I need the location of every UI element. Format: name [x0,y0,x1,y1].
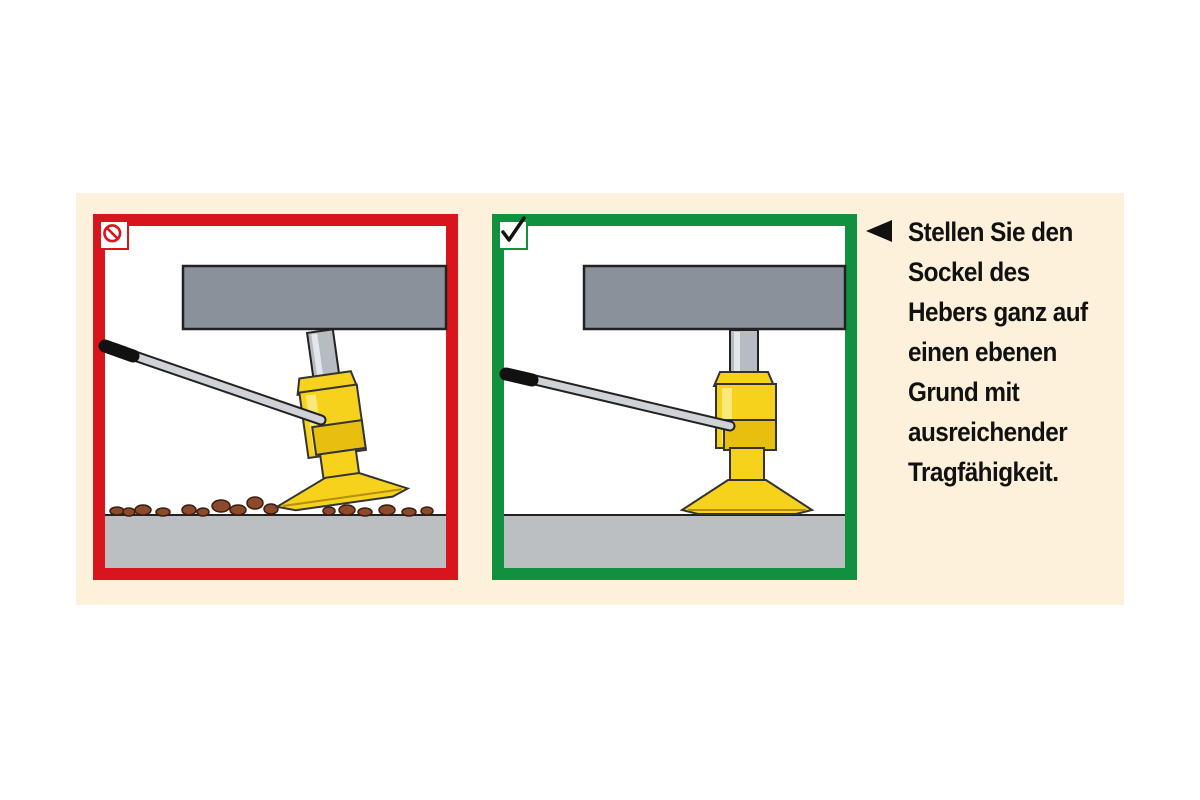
instruction-line: Tragfähigkeit. [908,457,1059,487]
floor [105,514,446,568]
prohibited-icon [99,220,129,250]
instruction-line: Sockel des [908,257,1030,287]
debris [109,496,434,517]
floor [504,514,845,568]
jack-handle [98,339,327,426]
left-pointer-arrow-icon [866,220,892,242]
instruction-line: Grund mit [908,377,1020,407]
load-beam [582,264,847,331]
instruction-line: ausreichender [908,417,1068,447]
jack-handle [499,367,736,432]
instruction-line: Hebers ganz auf [908,297,1088,327]
load-beam [181,264,448,331]
checkmark-icon [498,216,528,250]
instruction-line: einen ebenen [908,337,1057,367]
correct-example-panel [492,214,857,580]
wrong-example-panel [93,214,458,580]
hydraulic-jack-tilted [274,328,411,512]
instruction-text: Stellen Sie den Sockel des Hebers ganz a… [908,212,1108,492]
instruction-line: Stellen Sie den [908,217,1073,247]
hydraulic-jack-upright [679,329,815,515]
